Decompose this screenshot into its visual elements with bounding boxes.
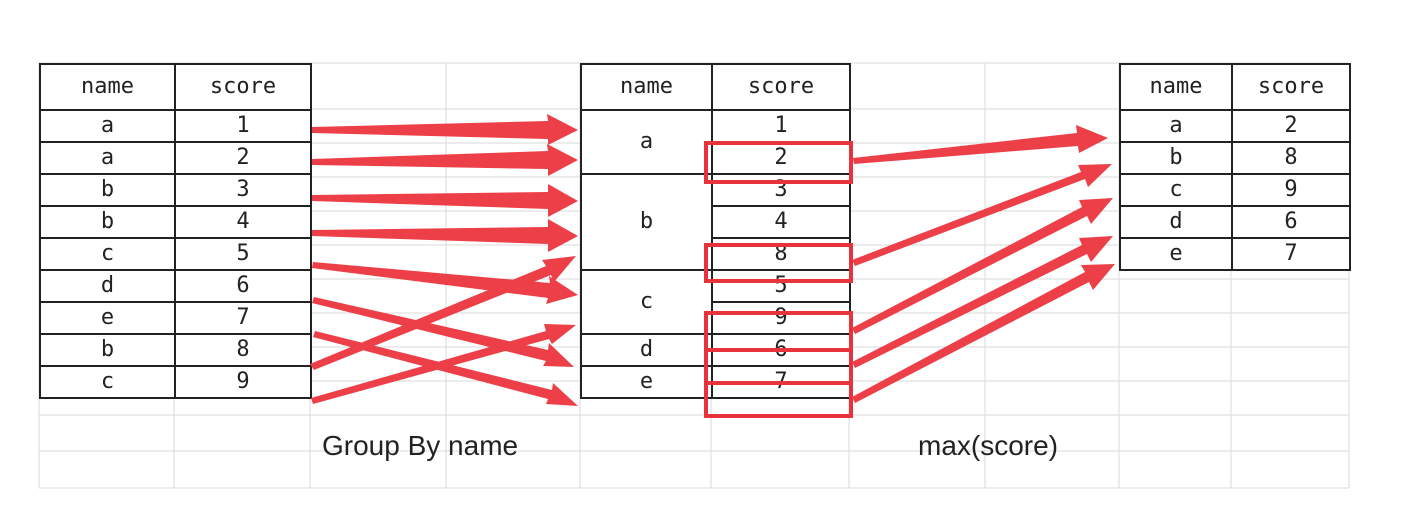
score-cell: 2 [711, 141, 851, 175]
group-name-cell: c [580, 269, 713, 335]
name-cell: b [39, 333, 176, 367]
source-table: name score a 1 a 2 b 3 b 4 c 5 d 6 e 7 [39, 63, 312, 399]
grouped-table: name score a 1 2 b 3 4 8 c 5 9 d 6 [580, 63, 851, 399]
name-cell: c [39, 237, 176, 271]
table-row: e 7 [39, 301, 312, 335]
score-cell: 5 [174, 237, 312, 271]
score-cell: 4 [174, 205, 312, 239]
group-name-cell: a [580, 109, 713, 175]
header-name: name [1119, 63, 1233, 111]
table-row: d 6 [1119, 205, 1351, 239]
result-table: name score a 2 b 8 c 9 d 6 e 7 [1119, 63, 1351, 271]
max-score-label: max(score) [918, 430, 1059, 461]
score-cell: 7 [711, 365, 851, 399]
header-name: name [39, 63, 176, 111]
table-header-row: name score [39, 63, 312, 111]
table-row: d 6 [39, 269, 312, 303]
table-row: b 4 [39, 205, 312, 239]
score-cell: 1 [711, 109, 851, 143]
name-cell: d [1119, 205, 1233, 239]
score-cell: 7 [1231, 237, 1351, 271]
table-header-row: name score [580, 63, 851, 111]
table-row: 4 [581, 205, 851, 239]
table-row: e 7 [1119, 237, 1351, 271]
name-cell: b [39, 205, 176, 239]
name-cell: e [39, 301, 176, 335]
table-row: a 1 [39, 109, 312, 143]
score-cell: 1 [174, 109, 312, 143]
header-score: score [174, 63, 312, 111]
score-cell: 6 [1231, 205, 1351, 239]
table-header-row: name score [1119, 63, 1351, 111]
score-cell: 9 [174, 365, 312, 399]
group-name-cell: b [580, 173, 713, 271]
table-row: b 3 [580, 173, 851, 271]
name-cell: b [1119, 141, 1233, 175]
name-cell: c [39, 365, 176, 399]
score-cell: 4 [711, 205, 851, 239]
name-cell: e [1119, 237, 1233, 271]
group-by-label: Group By name [322, 430, 519, 461]
score-cell: 3 [711, 173, 851, 207]
table-row: a 1 [580, 109, 851, 175]
table-row: b 8 [39, 333, 312, 367]
score-cell: 9 [1231, 173, 1351, 207]
name-cell: b [39, 173, 176, 207]
score-cell: 9 [711, 301, 851, 335]
table-row: c 5 [580, 269, 851, 335]
table-row: b 8 [1119, 141, 1351, 175]
name-cell: a [1119, 109, 1233, 143]
score-cell: 2 [1231, 109, 1351, 143]
table-row: d 6 [580, 333, 851, 367]
score-cell: 8 [711, 237, 851, 271]
table-row: a 2 [39, 141, 312, 175]
score-cell: 8 [174, 333, 312, 367]
table-row: b 3 [39, 173, 312, 207]
table-row: e 7 [580, 365, 851, 399]
score-cell: 6 [711, 333, 851, 367]
score-cell: 8 [1231, 141, 1351, 175]
score-cell: 5 [711, 269, 851, 303]
table-row: c 9 [39, 365, 312, 399]
group-name-cell: e [580, 365, 713, 399]
table-row: a 2 [1119, 109, 1351, 143]
score-cell: 3 [174, 173, 312, 207]
table-row: c 5 [39, 237, 312, 271]
score-cell: 7 [174, 301, 312, 335]
header-score: score [711, 63, 851, 111]
name-cell: c [1119, 173, 1233, 207]
name-cell: a [39, 141, 176, 175]
name-cell: d [39, 269, 176, 303]
header-score: score [1231, 63, 1351, 111]
group-name-cell: d [580, 333, 713, 367]
table-row: c 9 [1119, 173, 1351, 207]
score-cell: 2 [174, 141, 312, 175]
name-cell: a [39, 109, 176, 143]
header-name: name [580, 63, 713, 111]
score-cell: 6 [174, 269, 312, 303]
